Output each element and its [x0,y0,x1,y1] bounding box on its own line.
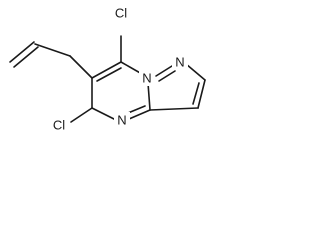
bond-n1-n2-inner [158,70,176,82]
bond-allyl-to-ring [69,55,93,79]
bond-n2-c2 [185,63,206,81]
bond-c6-c7 [91,61,122,79]
bond-allyl-chain [34,43,71,57]
bond-c3-c3a [149,107,199,111]
chemical-structure: Cl N N N Cl [9,4,206,134]
bond-c3a-n4 [128,109,151,120]
bond-c5-cl [70,107,93,123]
bond-n1-c3a [147,82,151,111]
bond-c2-c3-inner [192,82,200,105]
atom-nitrogen-bridgehead: N [142,71,151,86]
bond-layer [9,35,206,123]
atom-chlorine-top: Cl [115,6,127,21]
bond-terminal-double-a [9,41,35,63]
atom-layer: Cl N N N Cl [46,4,188,134]
atom-chlorine-bottom: Cl [53,118,65,133]
bond-c2-c3 [197,79,206,109]
bond-terminal-double-b [13,46,39,68]
atom-nitrogen-pyrazole: N [175,55,184,70]
atom-nitrogen-pyrimidine: N [117,113,126,128]
bond-c6-c7-inner [96,67,122,82]
bond-c7-n1 [120,61,143,75]
bond-n4-c5 [91,107,115,120]
bond-c3a-n4-inner [127,105,146,114]
bond-n1-n2 [155,65,173,77]
